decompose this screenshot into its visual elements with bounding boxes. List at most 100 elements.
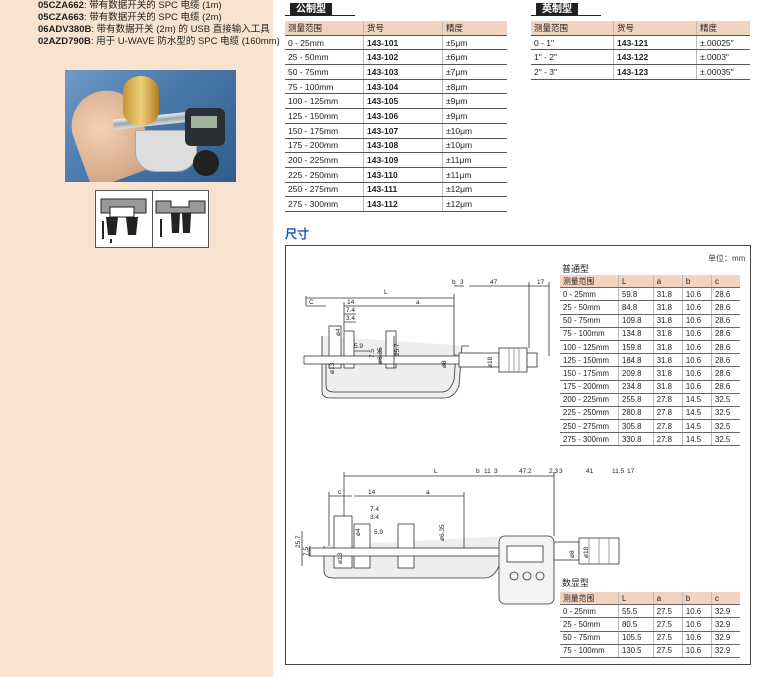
tag-underline (285, 15, 355, 16)
table-cell: 50 - 75mm (560, 314, 619, 328)
table-cell: 80.5 (618, 617, 654, 632)
accessory-list: 05CZA662: 带有数据开关的 SPC 电缆 (1m) 05CZA663: … (38, 0, 280, 48)
table-cell: 75 - 100mm (560, 327, 619, 341)
svg-text:47.2: 47.2 (519, 468, 532, 475)
digital-micrometer-drawing: L b 11 3 47.2 2.3 3 41 11.5 17 c 14 a 7.… (295, 468, 634, 605)
table-cell: 27.8 (652, 393, 683, 407)
table-cell: ±.00025" (696, 35, 750, 51)
table-cell: 105.5 (618, 631, 654, 645)
table-cell: 143-122 (613, 49, 697, 66)
table-cell: 10.6 (681, 314, 712, 328)
table-cell: 275 - 300mm (560, 432, 619, 447)
svg-text:ø6.35: ø6.35 (439, 524, 446, 541)
table-cell: ±.00035" (696, 64, 750, 80)
table-cell: ±12μm (442, 182, 507, 198)
table-cell: ±9μm (442, 93, 507, 110)
table-cell: 50 - 75mm (285, 64, 364, 80)
svg-text:2.3: 2.3 (549, 468, 558, 475)
table-cell: 143-112 (363, 196, 443, 212)
table-cell: 25 - 50mm (560, 300, 619, 315)
svg-text:ø4: ø4 (335, 328, 342, 336)
svg-text:ø13: ø13 (329, 362, 336, 374)
measurement-icons (95, 190, 209, 248)
svg-text:ø13: ø13 (337, 552, 344, 564)
product-photo (65, 70, 236, 182)
table-cell: 31.8 (652, 327, 683, 341)
table-cell: 28.6 (711, 300, 740, 315)
table-cell: ±11μm (442, 152, 507, 168)
tag-underline (531, 15, 601, 16)
table-cell: 150 - 175mm (285, 123, 364, 139)
table-row: 0 - 1"143-121±.00025" (531, 35, 750, 51)
table-cell: 143-101 (363, 35, 443, 51)
col-L: L (618, 275, 654, 289)
table-cell: 31.8 (652, 340, 683, 355)
col-range: 测量范围 (285, 21, 364, 36)
table-cell: 159.8 (618, 340, 654, 355)
table-cell: 125 - 150mm (560, 353, 619, 368)
table-cell: 10.6 (681, 300, 712, 315)
table-cell: 134.8 (618, 327, 654, 341)
table-cell: 143-110 (363, 167, 443, 183)
col-accuracy: 精度 (696, 21, 750, 36)
table-cell: 250 - 275mm (560, 419, 619, 434)
table-cell: 32.5 (711, 432, 740, 447)
col-c: c (711, 275, 740, 289)
standard-label: 普通型 (562, 264, 590, 274)
table-cell: 32.9 (711, 631, 740, 645)
col-b: b (681, 592, 712, 606)
svg-text:ø8: ø8 (441, 360, 448, 368)
table-cell: 28.6 (711, 287, 740, 302)
svg-text:14: 14 (368, 489, 376, 496)
svg-text:3.4: 3.4 (370, 514, 379, 521)
table-cell: 0 - 25mm (560, 287, 619, 302)
col-c: c (711, 592, 740, 606)
svg-text:a: a (426, 489, 430, 496)
table-cell: 130.5 (618, 644, 654, 658)
table-cell: ±10μm (442, 138, 507, 154)
table-cell: 234.8 (618, 380, 654, 394)
accessory-item: 05CZA663: 带有数据开关的 SPC 电缆 (2m) (38, 12, 222, 23)
svg-text:ø6.35: ø6.35 (377, 347, 384, 364)
svg-text:14: 14 (347, 299, 355, 306)
standard-micrometer-drawing: C L b 3 47 17 14 a 7.4 3.4 ø4 5.9 ø13 ø6… (303, 279, 550, 399)
external-measure-icon (96, 191, 151, 247)
svg-text:11.5: 11.5 (612, 468, 625, 475)
table-cell: 59.8 (618, 287, 654, 302)
unit-label: 单位：mm (708, 254, 746, 263)
table-cell: 150 - 175mm (560, 366, 619, 381)
table-cell: 175 - 200mm (285, 138, 364, 154)
table-cell: 10.6 (681, 380, 712, 394)
dimensions-title: 尺寸 (285, 227, 310, 241)
table-cell: 255.8 (618, 393, 654, 407)
svg-text:3.4: 3.4 (346, 315, 355, 322)
col-b: b (681, 275, 712, 289)
svg-text:ø8: ø8 (569, 550, 576, 558)
table-cell: 175 - 200mm (560, 380, 619, 394)
svg-text:3: 3 (559, 468, 563, 475)
table-cell: 84.8 (618, 300, 654, 315)
metric-tag: 公制型 (290, 3, 332, 16)
table-cell: 200 - 225mm (285, 152, 364, 168)
col-range: 测量范围 (531, 21, 614, 36)
table-cell: ±5μm (442, 35, 507, 51)
accessory-item: 06ADV380B: 带有数据开关 (2m) 的 USB 直接输入工具 (38, 24, 270, 35)
col-code: 货号 (363, 21, 443, 36)
table-cell: 14.5 (681, 406, 712, 421)
svg-text:ø18: ø18 (583, 546, 590, 558)
table-cell: ±8μm (442, 79, 507, 95)
table-cell: 28.6 (711, 380, 740, 394)
table-cell: 10.6 (681, 631, 712, 645)
table-cell: 31.8 (652, 300, 683, 315)
svg-text:c: c (338, 489, 342, 496)
table-cell: 109.8 (618, 314, 654, 328)
table-cell: 10.6 (681, 353, 712, 368)
svg-text:25.7: 25.7 (295, 535, 302, 548)
